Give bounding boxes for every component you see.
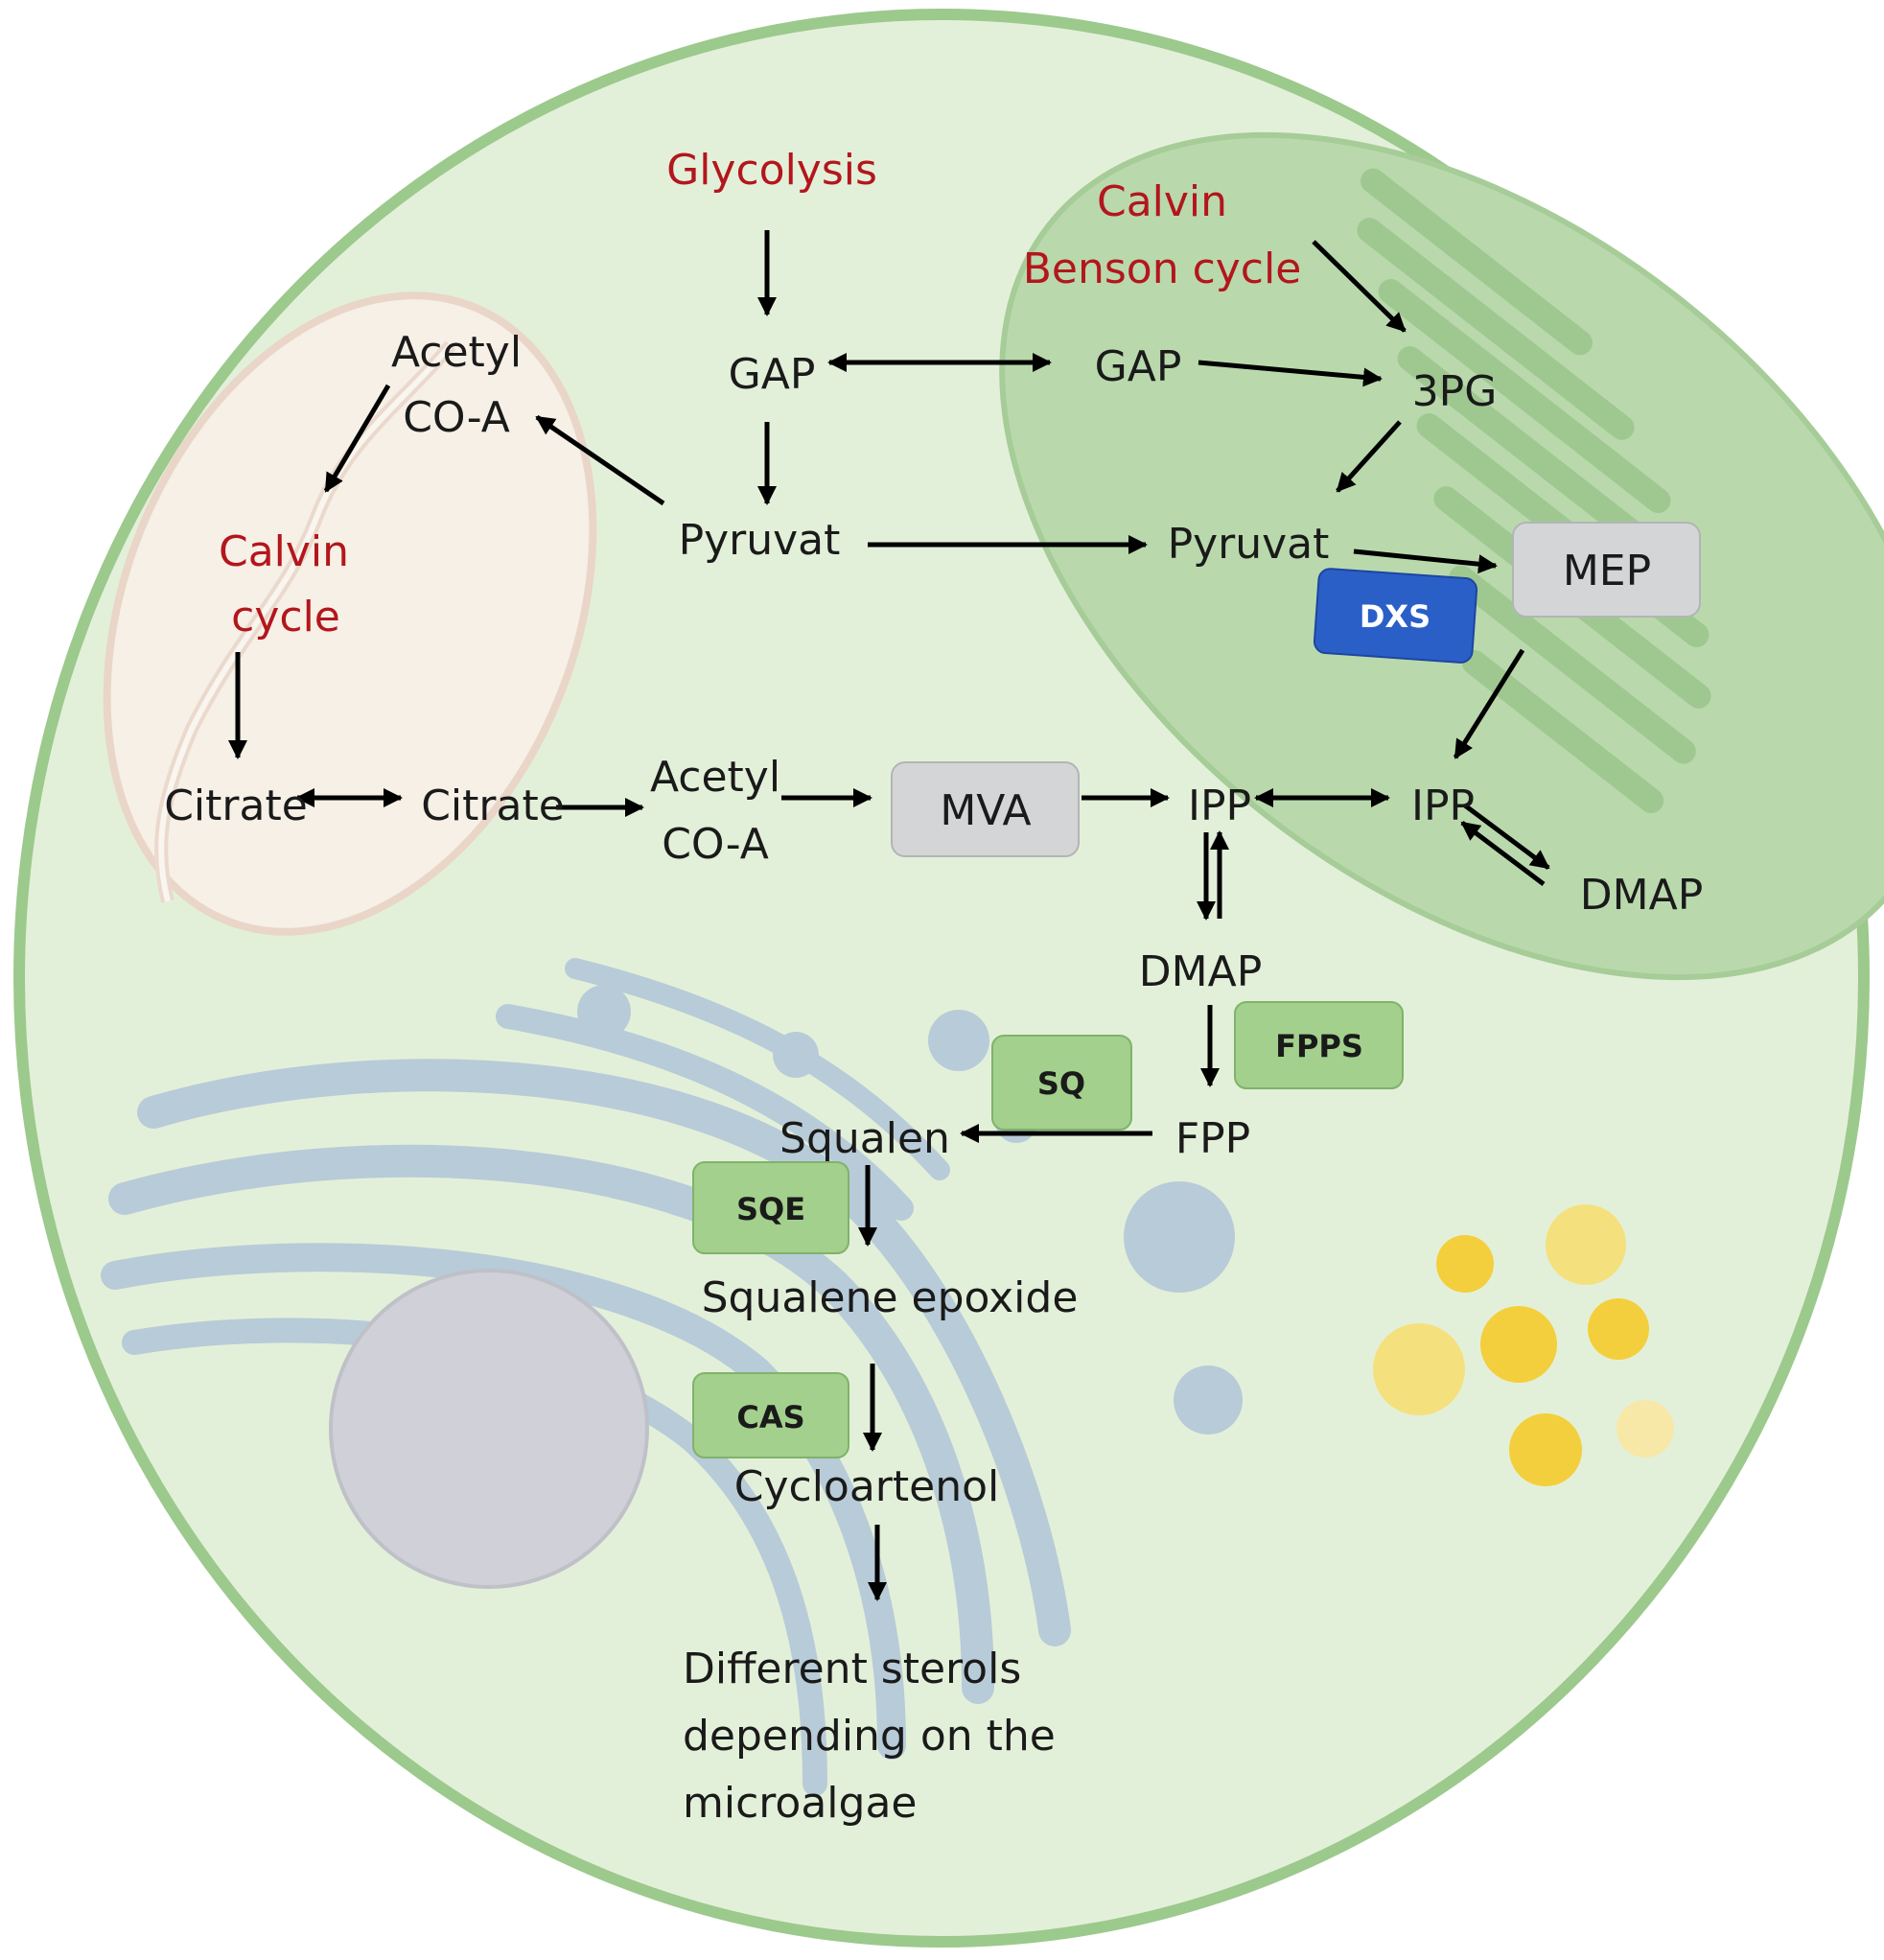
lipid-droplets	[1373, 1204, 1674, 1486]
arrow-pyruvat-acetyl	[535, 414, 665, 506]
gap-cytosol-label: GAP	[729, 350, 816, 399]
fpp-label: FPP	[1175, 1114, 1250, 1163]
chloroplast	[999, 131, 1884, 981]
mva-box: MVA	[891, 761, 1080, 857]
gap-chloroplast-label: GAP	[1095, 342, 1182, 391]
calvin-cycle-label-line1: Calvin	[219, 527, 349, 576]
sq-label: SQ	[1037, 1065, 1085, 1102]
3pg-label: 3PG	[1412, 367, 1498, 416]
calvin-benson-label-line2: Benson cycle	[1023, 245, 1302, 293]
mep-label: MEP	[1563, 547, 1651, 595]
sterols-label-line1: Different sterols	[683, 1645, 1021, 1693]
sq-enzyme-box: SQ	[991, 1035, 1132, 1131]
sqe-enzyme-box: SQE	[692, 1161, 849, 1254]
pyruvat-cytosol-label: Pyruvat	[679, 516, 841, 565]
arrow-mep-ipp	[1453, 648, 1525, 759]
dxs-enzyme-box: DXS	[1313, 568, 1478, 664]
fpps-enzyme-box: FPPS	[1234, 1001, 1404, 1089]
nucleus	[329, 1269, 649, 1589]
cycloartenol-label: Cycloartenol	[734, 1462, 1000, 1511]
mva-label: MVA	[940, 786, 1031, 835]
arrow-acetyl-calvin	[323, 384, 391, 493]
glycolysis-label: Glycolysis	[666, 146, 877, 195]
arrow-3pg-pyruvat	[1336, 420, 1402, 493]
ipp-chloroplast-label: IPP	[1411, 782, 1475, 830]
sterols-label-line2: depending on the	[683, 1712, 1056, 1761]
ipp-cytosol-label: IPP	[1188, 782, 1251, 830]
fpps-label: FPPS	[1275, 1028, 1363, 1064]
cas-label: CAS	[736, 1399, 804, 1435]
acetyl-coa-mito-label-line1: Acetyl	[391, 328, 522, 377]
pyruvat-chloroplast-label: Pyruvat	[1168, 520, 1330, 569]
pathway-arrows	[228, 230, 1550, 1601]
squalen-label: Squalen	[779, 1114, 950, 1163]
arrow-pyruvat-mep	[1353, 548, 1498, 574]
dmap-cytosol-label: DMAP	[1139, 947, 1262, 996]
cas-enzyme-box: CAS	[692, 1372, 849, 1458]
calvin-cycle-label-line2: cycle	[231, 593, 340, 642]
dxs-label: DXS	[1360, 598, 1430, 635]
dmap-chloroplast-label: DMAP	[1580, 871, 1703, 920]
mitochondrion	[103, 292, 597, 936]
citrate-mito-label: Citrate	[164, 782, 308, 830]
mep-box: MEP	[1512, 522, 1701, 618]
acetyl-coa-mito-label-line2: CO-A	[403, 393, 510, 442]
arrow-gap-3pg	[1198, 360, 1383, 387]
sterols-label-line3: microalgae	[683, 1779, 917, 1828]
calvin-benson-label-line1: Calvin	[1097, 177, 1227, 226]
arrow-calvin-3pg	[1312, 240, 1407, 333]
squalene-epoxide-label: Squalene epoxide	[702, 1273, 1079, 1322]
acetyl-coa-cytosol-label-line1: Acetyl	[650, 753, 780, 802]
arrow-dmap-ipp-chloro	[1460, 821, 1546, 886]
acetyl-coa-cytosol-label-line2: CO-A	[662, 820, 769, 869]
arrow-ipp-dmap-chloro	[1463, 803, 1550, 871]
citrate-cytosol-label: Citrate	[421, 782, 565, 830]
sqe-label: SQE	[736, 1191, 805, 1227]
